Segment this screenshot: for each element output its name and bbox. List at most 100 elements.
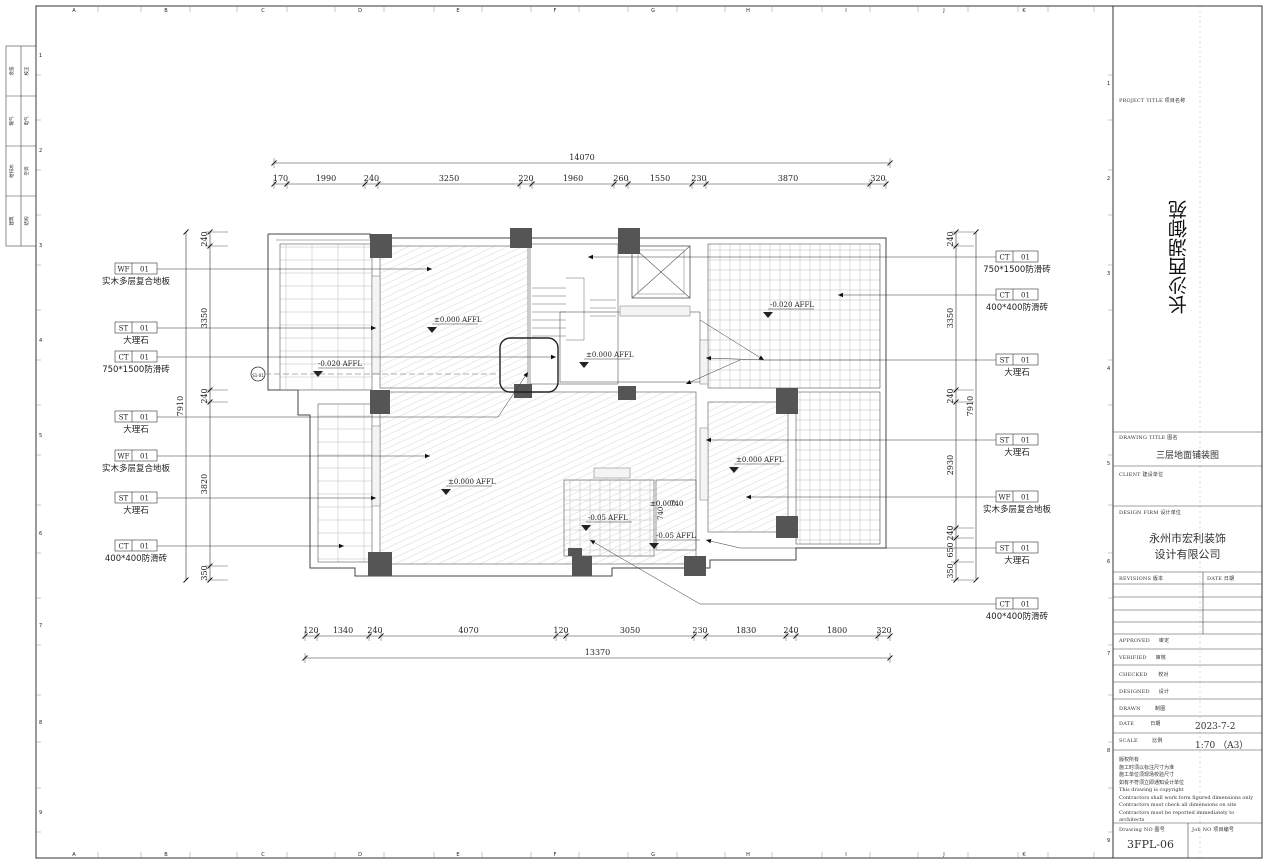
grid-col-label: D: [358, 8, 362, 14]
dimension-label: 350: [946, 563, 955, 578]
level-label: -0.05 AFFL: [588, 514, 628, 522]
scale-label: SCALE 比例: [1119, 738, 1163, 744]
leader-line: [699, 319, 765, 361]
level-label: ±0.000: [650, 500, 676, 508]
dimension-label: 240: [367, 626, 382, 635]
strip-label: 电气: [23, 116, 30, 125]
tag-code: ST: [119, 495, 129, 503]
strip-label: 给排水: [8, 164, 15, 178]
dimension-label: 240: [946, 388, 955, 403]
dimension-label: 240: [783, 626, 798, 635]
note-line: Contractors shall work form figured dime…: [1119, 794, 1254, 801]
tag-description: 大理石: [1004, 447, 1030, 458]
leader-line: [157, 371, 529, 418]
dimension-label: 1830: [736, 626, 756, 635]
tag-number: 01: [140, 453, 149, 461]
tag-description: 大理石: [123, 335, 149, 346]
tag-number: 01: [140, 495, 149, 503]
note-line: This drawing is copyright: [1119, 787, 1184, 793]
section-mark-label: S1-01: [252, 373, 264, 378]
grid-col-label: F: [554, 8, 557, 14]
dimension-label: 230: [691, 174, 706, 183]
dimension-label: 3050: [620, 626, 640, 635]
tag-description: 400*400防滑砖: [986, 302, 1049, 313]
level-marker: ±0.000 AFFL: [729, 456, 784, 473]
dimension-label: 1800: [827, 626, 847, 635]
dimension-label: 3350: [946, 308, 955, 328]
designed-label: DESIGNED 设计: [1119, 689, 1170, 695]
client-label: CLIENT 建设单位: [1119, 472, 1164, 478]
dimension-label: 3350: [200, 308, 209, 328]
grid-col-label: A: [72, 8, 76, 14]
grid-col-label: C: [261, 852, 265, 858]
firm-name-line1: 永州市宏利装饰: [1149, 532, 1226, 545]
tag-number: 01: [1021, 545, 1030, 553]
dimension-label: 240: [946, 231, 955, 246]
grid-col-label: E: [456, 852, 459, 858]
strip-label: 结构: [23, 216, 30, 225]
tag-code: ST: [119, 325, 129, 333]
level-marker: ±0.000 AFFL: [579, 351, 634, 368]
grid-col-label: A: [72, 852, 76, 858]
grid-row-label: 2: [1107, 176, 1110, 182]
tag-code: CT: [118, 354, 128, 362]
note-line: 施工时须以标注尺寸为准: [1119, 764, 1175, 771]
grid-col-label: I: [845, 852, 846, 858]
scale-value: 1:70 （A3）: [1195, 741, 1249, 751]
grid-col-label: B: [164, 852, 168, 858]
dimension-label: 3250: [439, 174, 459, 183]
tag-description: 750*1500防滑砖: [102, 364, 170, 375]
level-label: ±0.000 AFFL: [448, 478, 496, 486]
level-label: -0.020 AFFL: [770, 301, 814, 309]
level-marker: -0.05 AFFL: [581, 514, 632, 531]
job-no-label: Job NO 项目编号: [1192, 827, 1235, 833]
dimension-label: 240: [364, 174, 379, 183]
level-marker: ±0.000 AFFL: [441, 478, 496, 495]
grid-row-label: 2: [39, 148, 42, 154]
design-firm-label: DESIGN FIRM 设计单位: [1119, 510, 1182, 516]
project-name: 长沙西湖御苑: [1168, 200, 1190, 314]
level-marker: ±0.000: [650, 500, 676, 508]
grid-col-label: D: [358, 852, 362, 858]
level-label: -0.05 AFFL: [656, 532, 696, 540]
grid-row-label: 7: [1107, 651, 1110, 657]
tag-code: CT: [118, 543, 128, 551]
drawing-no-label: Drawing NO 图号: [1119, 827, 1165, 833]
project-title-label: PROJECT TITLE 项目名称: [1119, 98, 1186, 104]
approved-label: APPROVED 审定: [1119, 638, 1170, 644]
leader-line: [685, 359, 741, 385]
tag-number: 01: [1021, 292, 1030, 300]
tag-description: 大理石: [1004, 367, 1030, 378]
dimension-label: 220: [518, 174, 533, 183]
grid-row-label: 6: [1107, 559, 1110, 565]
dimension-label: 1550: [650, 174, 670, 183]
drawing-number: 3FPL-06: [1126, 838, 1175, 851]
grid-col-label: K: [1022, 8, 1026, 14]
note-line: 如有不符须立即通知设计单位: [1119, 779, 1185, 786]
dimension-label: 4070: [458, 626, 478, 635]
verified-label: VERIFIED 审核: [1119, 655, 1167, 661]
grid-row-label: 7: [39, 623, 42, 629]
date-value: 2023-7-2: [1195, 722, 1236, 732]
dimension-label: 650: [946, 542, 955, 557]
tag-description: 750*1500防滑砖: [983, 264, 1051, 275]
strip-label: 会签: [8, 66, 15, 75]
grid-row-label: 5: [39, 433, 42, 439]
tag-code: WF: [117, 453, 129, 461]
drawing-title-label: DRAWING TITLE 图名: [1119, 435, 1178, 441]
level-marker: 740: [657, 507, 665, 520]
grid-row-label: 1: [39, 53, 42, 59]
grid-row-label: 8: [1107, 748, 1110, 754]
strip-label: 暖气: [8, 116, 15, 125]
tag-number: 01: [1021, 494, 1030, 502]
